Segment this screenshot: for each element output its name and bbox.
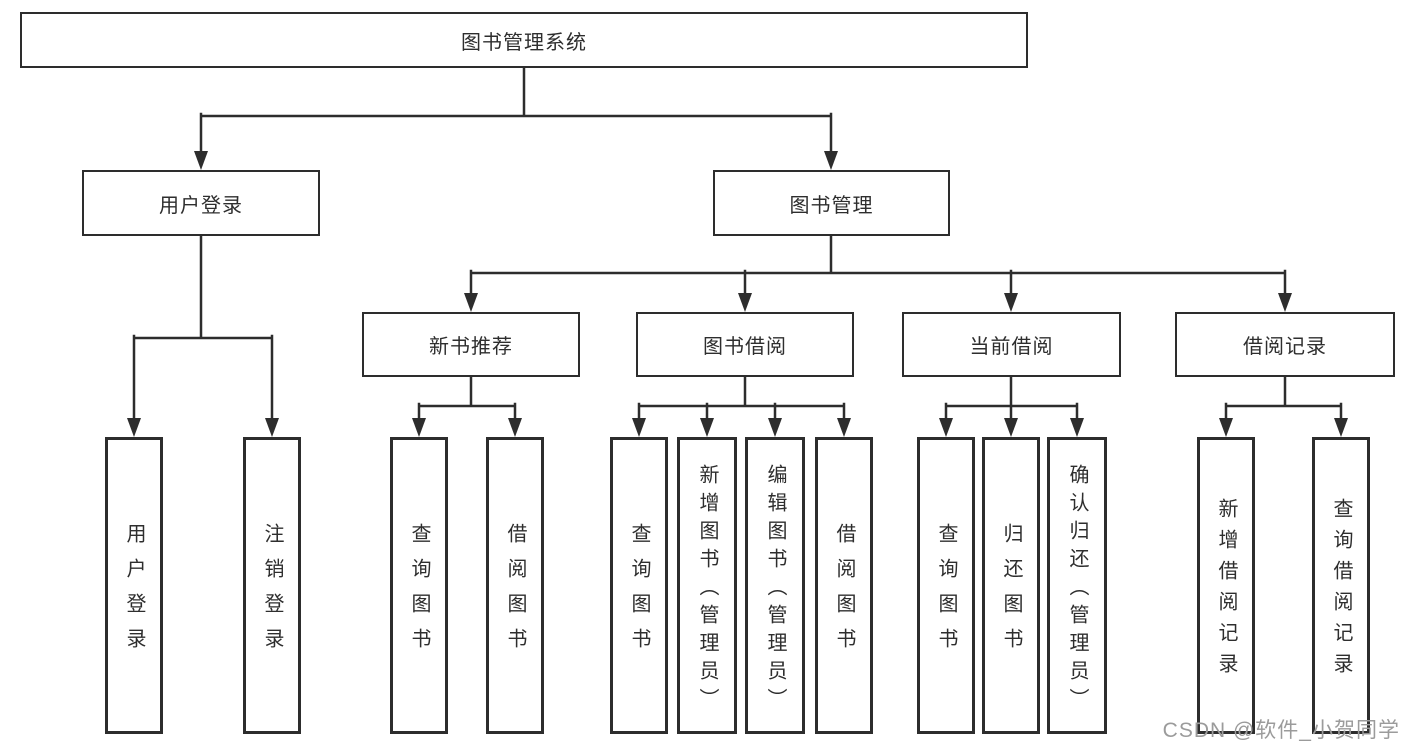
- node-label: 借阅记录: [1243, 336, 1327, 358]
- leaf-cb-confirm-return: 确认归还（管理员）: [1047, 437, 1107, 734]
- node-label: 图书借阅: [703, 336, 787, 358]
- node-label: 借阅图书: [504, 523, 526, 663]
- node-label: 查询图书: [628, 523, 650, 663]
- node-label: 借阅图书: [833, 523, 855, 663]
- node-borrow-records: 借阅记录: [1175, 312, 1395, 377]
- node-label: 图书管理: [789, 194, 874, 217]
- leaf-br-query-record: 查询借阅记录: [1312, 437, 1370, 734]
- node-label: 新增图书（管理员）: [696, 463, 718, 716]
- node-root: 图书管理系统: [20, 12, 1028, 68]
- leaf-nbr-borrow-books: 借阅图书: [486, 437, 544, 734]
- leaf-logout: 注销登录: [243, 437, 301, 734]
- node-book-management: 图书管理: [713, 170, 950, 236]
- node-label: 注销登录: [261, 523, 283, 663]
- node-label: 查询图书: [935, 523, 957, 663]
- leaf-user-login: 用户登录: [105, 437, 163, 734]
- arrowheads: [127, 151, 1348, 437]
- node-user-login: 用户登录: [82, 170, 320, 236]
- node-label: 归还图书: [1000, 523, 1022, 663]
- node-label: 新增借阅记录: [1215, 498, 1237, 684]
- leaf-nbr-query-books: 查询图书: [390, 437, 448, 734]
- leaf-cb-query-books: 查询图书: [917, 437, 975, 734]
- leaf-bb-borrow-books: 借阅图书: [815, 437, 873, 734]
- node-new-book-recommend: 新书推荐: [362, 312, 580, 377]
- leaf-cb-return-books: 归还图书: [982, 437, 1040, 734]
- node-label: 用户登录: [123, 523, 145, 663]
- leaf-bb-query-books: 查询图书: [610, 437, 668, 734]
- node-label: 当前借阅: [969, 336, 1054, 358]
- node-label: 图书管理系统: [461, 31, 587, 54]
- node-label: 用户登录: [159, 194, 243, 217]
- node-label: 查询图书: [408, 523, 430, 663]
- node-book-borrow: 图书借阅: [636, 312, 854, 377]
- watermark: CSDN @软件_小贺同学: [1162, 719, 1400, 742]
- leaf-bb-edit-books: 编辑图书（管理员）: [745, 437, 805, 734]
- leaf-bb-add-books: 新增图书（管理员）: [677, 437, 737, 734]
- leaf-br-add-record: 新增借阅记录: [1197, 437, 1255, 734]
- node-label: 查询借阅记录: [1330, 498, 1352, 684]
- node-label: 编辑图书（管理员）: [764, 463, 786, 716]
- node-label: 确认归还（管理员）: [1066, 463, 1088, 716]
- node-current-borrow: 当前借阅: [902, 312, 1121, 377]
- node-label: 新书推荐: [429, 336, 513, 358]
